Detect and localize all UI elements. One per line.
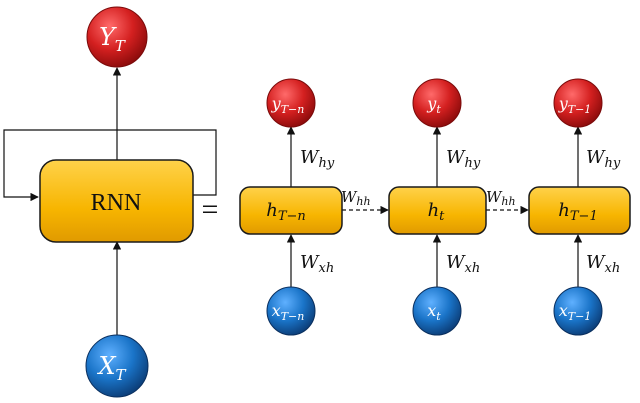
svg-text:Wxh: Wxh	[446, 252, 480, 276]
step3-input-sub: T−1	[568, 310, 592, 323]
whh-label-2: W	[486, 188, 503, 206]
svg-text:XT: XT	[96, 352, 126, 384]
step3-hidden-sub: T−1	[570, 209, 598, 224]
step1-output-node: yT−n	[266, 78, 316, 128]
unrolled-step-3: Why Wxh yT−1 hT−1 xT−1	[528, 78, 631, 336]
step2-input-label: x	[427, 301, 436, 320]
wxh-label-3: W	[586, 252, 606, 273]
step2-hidden-cell: ht	[388, 186, 487, 235]
svg-text:hT−n: hT−n	[266, 200, 306, 224]
step3-output-node: yT−1	[553, 78, 603, 128]
wxh-sub-3: xh	[605, 261, 621, 276]
why-label-1: W	[300, 147, 320, 168]
folded-input-sub: T	[116, 366, 127, 384]
svg-text:yT−n: yT−n	[271, 94, 305, 116]
step3-hidden-cell: hT−1	[528, 186, 631, 235]
svg-text:Wxh: Wxh	[586, 252, 620, 276]
unrolled-step-2: Why Wxh yt ht xt	[388, 78, 487, 336]
svg-text:xT−n: xT−n	[272, 301, 305, 323]
svg-text:xT−1: xT−1	[559, 301, 592, 323]
rnn-cell-label: RNN	[91, 190, 142, 216]
step3-hidden-label: h	[558, 200, 570, 221]
step1-hidden-sub: T−n	[278, 209, 306, 224]
step1-hidden-cell: hT−n	[239, 186, 343, 235]
step2-input-node: xt	[412, 286, 462, 336]
step2-output-label: y	[426, 94, 437, 113]
folded-output-sub: T	[115, 37, 126, 55]
svg-text:Whh: Whh	[341, 188, 371, 208]
why-label-3: W	[586, 147, 606, 168]
step3-input-node: xT−1	[553, 286, 603, 336]
wxh-label-2: W	[446, 252, 466, 273]
step1-input-sub: T−n	[281, 310, 305, 323]
whh-sub-2: hh	[501, 195, 515, 208]
step3-output-sub: T−1	[568, 103, 592, 116]
svg-text:Why: Why	[446, 147, 481, 171]
step2-input-sub: t	[436, 310, 441, 323]
why-sub-2: hy	[465, 156, 481, 171]
step1-input-label: x	[272, 301, 281, 320]
svg-text:hT−1: hT−1	[558, 200, 597, 224]
why-label-2: W	[446, 147, 466, 168]
svg-text:Wxh: Wxh	[300, 252, 334, 276]
svg-text:yT−1: yT−1	[558, 94, 592, 116]
step3-input-label: x	[559, 301, 568, 320]
why-sub-3: hy	[605, 156, 621, 171]
step3-output-label: y	[558, 94, 569, 113]
folded-rnn: YT RNN XT	[3, 6, 217, 398]
unrolled-step-1: Why Wxh yT−n hT−n xT−n	[239, 78, 343, 336]
svg-text:Whh: Whh	[486, 188, 516, 208]
step2-output-sub: t	[436, 103, 441, 116]
wxh-label-1: W	[300, 252, 320, 273]
step2-hidden-label: h	[428, 200, 440, 221]
folded-rnn-cell: RNN	[39, 159, 194, 243]
step2-output-node: yt	[412, 78, 462, 128]
step2-hidden-sub: t	[439, 209, 445, 224]
folded-output-label: Y	[99, 23, 117, 51]
svg-text:YT: YT	[99, 23, 126, 55]
folded-input-label: X	[96, 352, 116, 380]
wxh-sub-2: xh	[465, 261, 481, 276]
equals-sign: =	[202, 193, 219, 226]
wxh-sub-1: xh	[319, 261, 335, 276]
recurrent-loop	[3, 129, 217, 202]
step1-output-label: y	[271, 94, 282, 113]
svg-text:ht: ht	[428, 200, 446, 224]
why-sub-1: hy	[319, 156, 335, 171]
whh-sub-1: hh	[356, 195, 370, 208]
step1-hidden-label: h	[266, 200, 278, 221]
svg-text:xt: xt	[427, 301, 441, 323]
folded-input-node: XT	[85, 334, 149, 398]
folded-output-node: YT	[86, 6, 148, 68]
step1-output-sub: T−n	[281, 103, 305, 116]
svg-text:Why: Why	[586, 147, 621, 171]
whh-label-1: W	[341, 188, 358, 206]
unrolled-rnn: Whh Whh Why Wxh yT−n	[239, 78, 631, 336]
step1-input-node: xT−n	[266, 286, 316, 336]
svg-text:Why: Why	[300, 147, 335, 171]
svg-text:yt: yt	[426, 94, 441, 116]
